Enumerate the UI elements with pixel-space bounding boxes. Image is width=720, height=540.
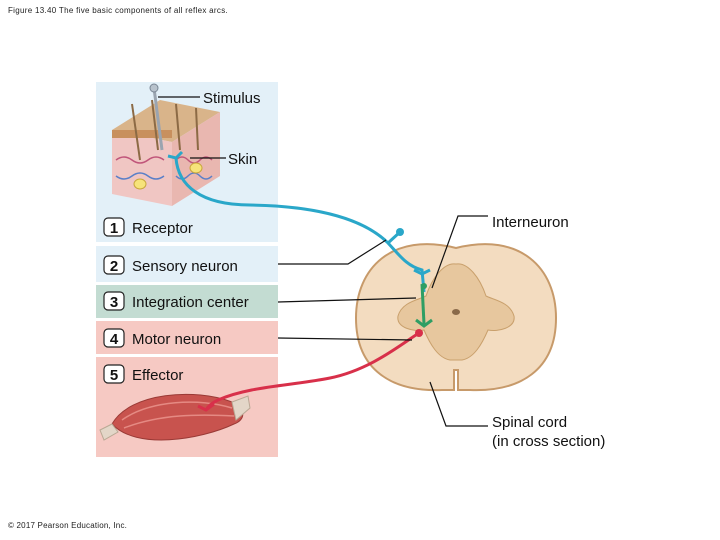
band-sensory — [96, 246, 278, 282]
component-number: 3 — [110, 294, 118, 311]
interneuron-cell-body — [421, 283, 427, 289]
number-box-5 — [103, 364, 125, 384]
interneuron-label: Interneuron — [492, 214, 569, 231]
band-integration — [96, 285, 278, 318]
number-box-4 — [103, 328, 125, 348]
sensory-terminal — [413, 268, 431, 276]
receptor-ending — [167, 150, 184, 160]
number-box-1 — [103, 217, 125, 237]
pin-icon — [149, 83, 164, 151]
spinal-cord — [354, 243, 558, 392]
interneuron-terminal — [415, 318, 433, 328]
sensory-cell-body — [396, 228, 404, 236]
component-number: 4 — [110, 331, 119, 348]
component-label: Integration center — [132, 294, 249, 311]
number-box-3 — [103, 291, 125, 311]
spinal-cord-leader — [429, 381, 488, 427]
component-label: Motor neuron — [132, 331, 221, 348]
component-number: 5 — [110, 367, 118, 384]
stimulus-label: Stimulus — [203, 90, 261, 107]
component-number: 2 — [110, 258, 118, 275]
component-number: 1 — [110, 220, 118, 237]
integration-leader — [277, 297, 417, 303]
interneuron-path — [420, 283, 426, 325]
motor-leader — [277, 337, 413, 341]
number-box-2 — [103, 255, 125, 275]
copyright-notice: © 2017 Pearson Education, Inc. — [8, 521, 128, 530]
motor-end-plate — [197, 402, 215, 412]
interneuron-leader — [431, 215, 488, 289]
spinal-cord-label: Spinal cord — [492, 414, 567, 431]
band-motor — [96, 321, 278, 354]
skin-illustration — [112, 99, 220, 206]
skin-label: Skin — [228, 151, 257, 168]
component-label: Effector — [132, 367, 183, 384]
sensory-neuron — [174, 157, 426, 293]
sensory-leader — [278, 239, 387, 265]
spinal-cord-sublabel: (in cross section) — [492, 433, 605, 450]
component-label: Receptor — [132, 220, 193, 237]
figure-title: Figure 13.40 The five basic components o… — [8, 6, 229, 15]
motor-neuron — [204, 331, 420, 411]
component-label: Sensory neuron — [132, 258, 238, 275]
